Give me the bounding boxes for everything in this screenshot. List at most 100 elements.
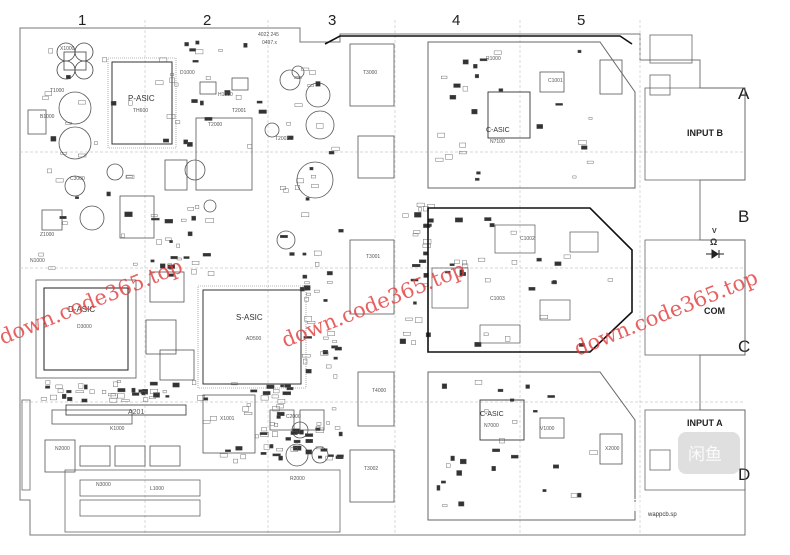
smd-component — [186, 142, 193, 147]
smd-component — [282, 391, 291, 396]
smd-component — [498, 88, 504, 92]
smd-component — [305, 449, 312, 455]
ref-designator: T2000 — [208, 122, 222, 128]
diode-icon — [706, 249, 724, 259]
smd-component — [191, 269, 197, 275]
smd-component — [272, 453, 281, 457]
smd-component — [172, 382, 180, 388]
smd-component — [607, 278, 614, 282]
smd-component — [462, 260, 467, 266]
smd-component — [83, 384, 88, 390]
smd-component — [581, 145, 588, 150]
smd-component — [444, 270, 451, 274]
smd-component — [191, 261, 200, 265]
smd-component — [246, 403, 251, 407]
smd-component — [109, 398, 118, 403]
smd-component — [277, 399, 286, 404]
ref-designator: C1002 — [520, 236, 535, 242]
smd-component — [57, 388, 64, 393]
smd-component — [280, 234, 288, 238]
smd-component — [117, 388, 126, 393]
smd-component — [225, 449, 231, 452]
smd-component — [325, 455, 333, 461]
smd-component — [290, 431, 298, 435]
smd-component — [78, 100, 86, 105]
smd-component — [117, 393, 125, 399]
smd-component — [233, 458, 238, 464]
smd-component — [209, 416, 217, 421]
smd-component — [413, 301, 417, 305]
smd-component — [338, 431, 343, 437]
smd-component — [423, 239, 432, 244]
smd-component — [449, 94, 457, 100]
smd-component — [197, 395, 205, 401]
smd-component — [315, 262, 320, 267]
smd-component — [149, 381, 158, 386]
smd-component — [102, 57, 107, 63]
smd-component — [445, 154, 453, 160]
smd-component — [240, 454, 246, 460]
app-badge-text: 闲鱼 — [688, 445, 722, 465]
footer-account-text: 闲鱼号：小王研西西 — [525, 497, 651, 514]
smd-component — [296, 178, 304, 184]
smd-component — [449, 263, 455, 267]
capacitors — [58, 65, 335, 467]
ref-designator: C1003 — [490, 296, 505, 302]
smd-component — [303, 285, 311, 291]
c-asic-top-region: C-ASIC N7100 — [427, 41, 636, 189]
smd-component — [474, 380, 483, 385]
smd-component — [258, 109, 267, 114]
ref-designator: B1000 — [40, 114, 55, 120]
smd-component — [205, 76, 211, 80]
smd-component — [553, 464, 560, 469]
smd-component — [334, 346, 342, 351]
smd-component — [318, 455, 323, 459]
smd-component — [314, 250, 322, 256]
smd-component — [326, 421, 330, 425]
smd-component — [326, 364, 332, 369]
smd-component — [309, 166, 314, 171]
smd-component — [411, 340, 416, 345]
ref-designator: N2000 — [55, 446, 70, 452]
ref-designator: N3000 — [96, 482, 111, 488]
smd-component — [276, 448, 284, 452]
smd-component — [305, 433, 314, 437]
ref-designator: T3002 — [364, 466, 378, 472]
smd-component — [176, 243, 180, 248]
smd-component — [153, 392, 160, 398]
smd-component — [290, 447, 298, 452]
smd-component — [262, 391, 271, 395]
smd-component — [169, 240, 173, 243]
smd-component — [412, 233, 419, 237]
smd-component — [419, 259, 427, 263]
smd-component — [276, 415, 281, 419]
smd-component — [286, 121, 291, 126]
smd-component — [247, 144, 252, 149]
ref-designator: T2001 — [232, 108, 246, 114]
smd-component — [202, 420, 211, 424]
smd-component — [311, 183, 319, 188]
smd-component — [191, 380, 197, 385]
smd-component — [62, 393, 67, 399]
clover-component — [56, 42, 94, 80]
smd-component — [484, 217, 492, 221]
smd-component — [284, 384, 291, 388]
smd-component — [505, 336, 511, 342]
smd-component — [326, 271, 333, 276]
smd-component — [116, 380, 121, 383]
smd-component — [301, 67, 310, 71]
smd-component — [270, 422, 275, 426]
smd-component — [45, 380, 51, 385]
smd-component — [165, 395, 170, 398]
ref-designator: X1001 — [220, 416, 235, 422]
p-asic-label: P-ASIC — [128, 94, 155, 103]
smd-component — [302, 354, 311, 358]
smd-component — [474, 74, 480, 79]
smd-component — [450, 455, 455, 461]
smd-component — [224, 90, 231, 96]
smd-component — [456, 470, 463, 476]
smd-component — [128, 100, 133, 106]
smd-component — [399, 338, 406, 344]
smd-component — [167, 264, 175, 269]
